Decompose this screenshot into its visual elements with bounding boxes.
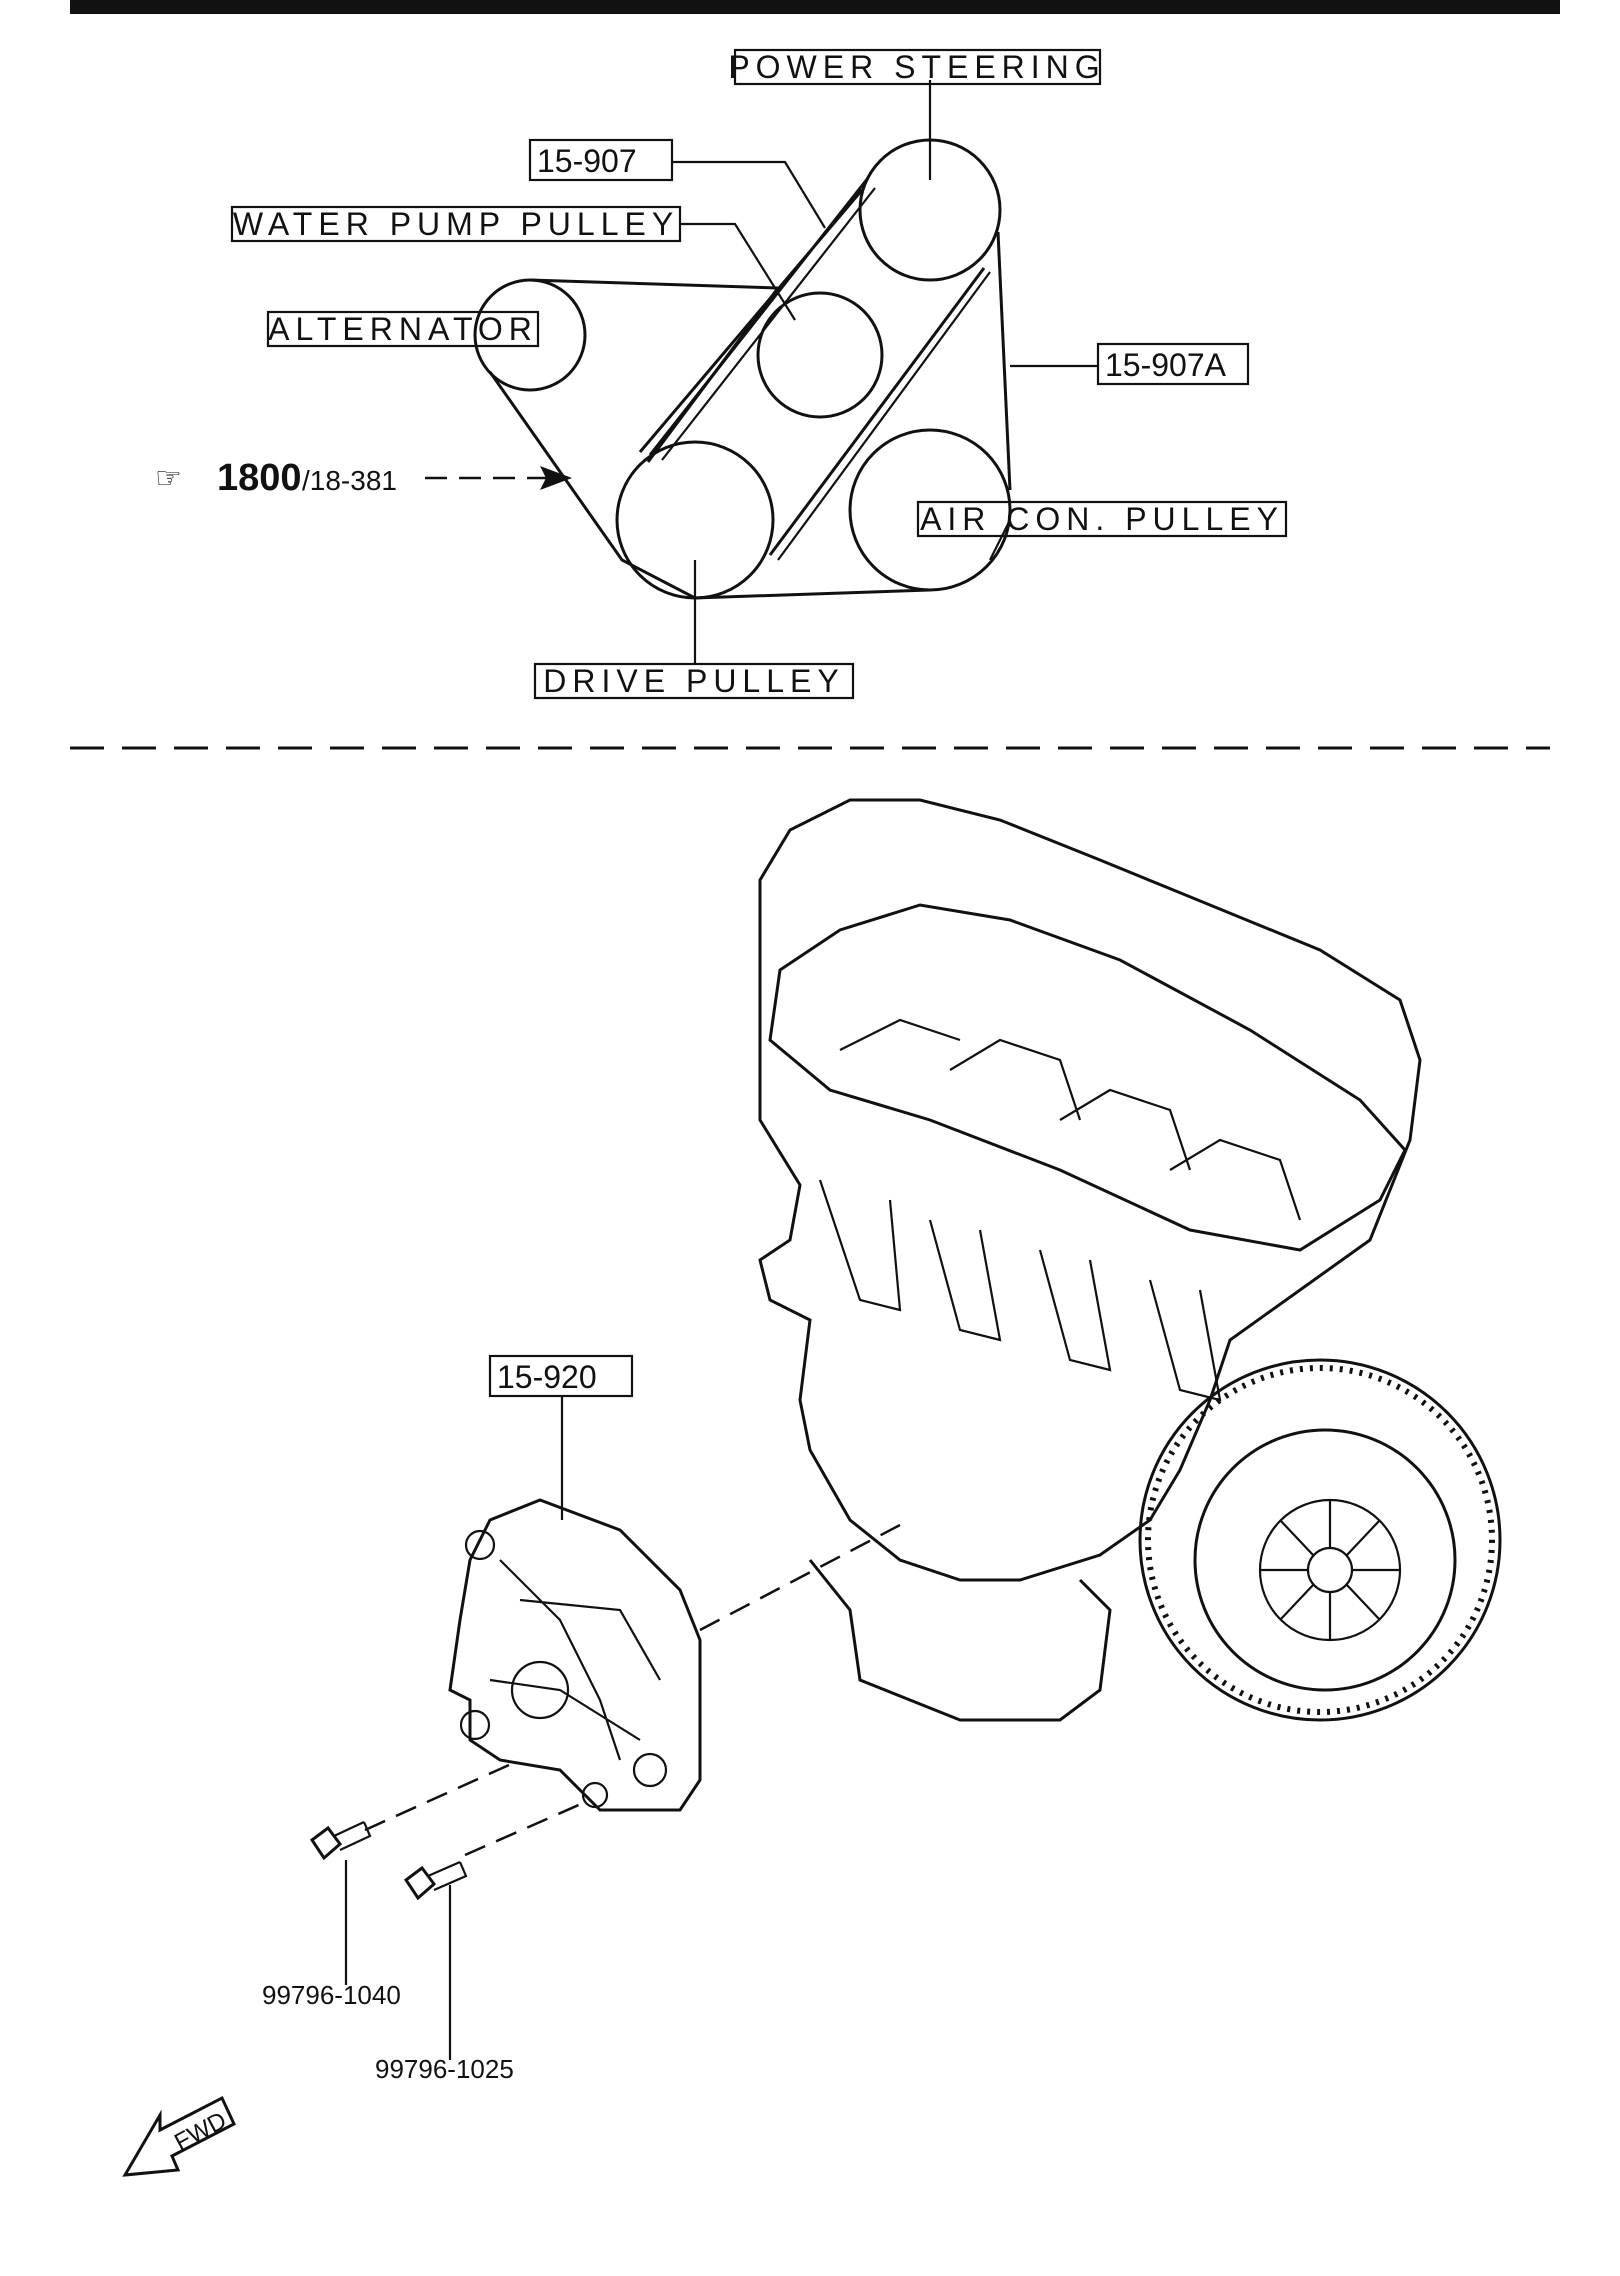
cam-cover-ridges <box>839 1018 1302 1221</box>
alternator-label: ALTERNATOR <box>268 311 538 347</box>
cross-ref-main[interactable]: 1800 <box>217 457 302 499</box>
drive-pulley-box <box>533 662 855 700</box>
flywheel <box>1138 1358 1502 1722</box>
hand-pointer-icon: ☞ <box>155 462 182 495</box>
oil-pan <box>808 1559 1112 1722</box>
engine-block <box>758 798 1422 1582</box>
cross-ref-arrowhead <box>540 466 572 490</box>
drive-pulley-label: DRIVE PULLEY <box>543 663 844 699</box>
bracket-boss-low-right <box>632 1752 668 1788</box>
bracket-boss-bottom <box>581 1781 609 1809</box>
air-con-label: AIR CON. PULLEY <box>920 501 1284 537</box>
bolt-99796-1040 <box>309 1821 372 1861</box>
water-pump-pulley <box>756 291 884 419</box>
cam-cover <box>768 903 1407 1252</box>
assembly-line-bracket <box>699 1523 901 1632</box>
belt-15-907a <box>638 177 1012 556</box>
fwd-label: FWD <box>170 2107 231 2156</box>
leader-water-pump <box>680 222 796 321</box>
bolt-1025-label: 99796-1025 <box>375 2054 514 2084</box>
belt-15-907 <box>488 278 931 600</box>
water-pump-box <box>230 205 682 243</box>
ref-15-920-label: 15-920 <box>497 1359 597 1395</box>
leader-15-907 <box>672 160 826 229</box>
belt-strip-inner <box>661 187 991 561</box>
bolt-1040-label: 99796-1040 <box>262 1980 401 2010</box>
assembly-line-bolt-2 <box>464 1798 591 1857</box>
clutch-fingers <box>1260 1500 1400 1640</box>
intake-manifold <box>818 1179 1222 1402</box>
water-pump-label: WATER PUMP PULLEY <box>233 206 679 242</box>
ref-15-907a-box <box>1096 342 1250 386</box>
bolt-99796-1025 <box>403 1860 468 1901</box>
alternator-box <box>266 310 540 348</box>
power-steering-label: POWER STEERING <box>728 49 1105 85</box>
bracket-webs <box>489 1559 661 1761</box>
cross-ref-sub[interactable]: /18-381 <box>302 465 397 496</box>
ref-15-907a-label: 15-907A <box>1105 347 1227 383</box>
air-con-box <box>916 500 1288 538</box>
engine-assembly-drawing: 15-920 99796-1040 99796-1025 FWD <box>122 798 1502 2177</box>
assembly-line-bolt-1 <box>364 1758 521 1832</box>
belt-routing-diagram: POWER STEERING 15-907 WATER PUMP PULLEY … <box>155 48 1288 700</box>
clutch-cover <box>1193 1428 1457 1692</box>
ref-15-920-box <box>488 1354 634 1398</box>
ring-gear <box>1145 1365 1495 1715</box>
leader-air-con <box>989 519 1011 561</box>
top-border-bar <box>70 0 1560 14</box>
clutch-center <box>1306 1546 1354 1594</box>
forward-arrow-icon: FWD <box>122 2095 236 2177</box>
bracket-boss-low-left <box>459 1709 491 1741</box>
bracket-boss-top <box>464 1529 496 1561</box>
hand-pointer-symbol: ☞ <box>155 462 182 495</box>
bracket-boss-mid <box>510 1660 570 1720</box>
alternator-bracket <box>448 1498 702 1812</box>
ref-15-907-label: 15-907 <box>537 143 637 179</box>
ref-15-907-box <box>528 138 674 182</box>
power-steering-box <box>733 48 1102 86</box>
